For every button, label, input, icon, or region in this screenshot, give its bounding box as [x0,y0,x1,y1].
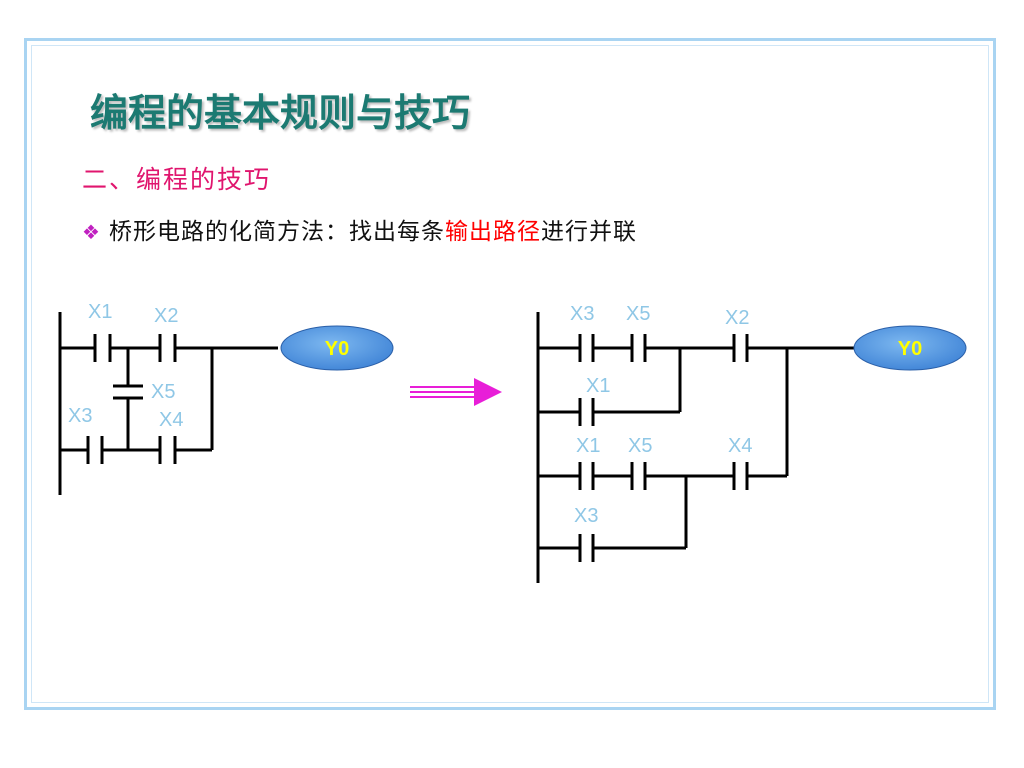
diamond-bullet-icon: ❖ [82,220,101,244]
label-x2-right: X2 [725,307,749,329]
label-x3-right-top: X3 [570,303,594,325]
contact-x1-right-mid [578,398,595,426]
contact-x4-right [732,462,749,490]
label-x3-left: X3 [68,405,92,427]
left-ladder-circuit [58,312,278,495]
bullet-line: ❖ 桥形电路的化简方法：找出每条输出路径进行并联 [82,212,637,246]
left-labels: X1 X2 X5 X3 X4 [68,301,183,431]
label-x5-left: X5 [151,381,175,403]
left-contacts [86,334,177,464]
contact-x2-left [158,334,177,362]
contact-x5-left-bridge [113,384,143,400]
label-x4-right: X4 [728,435,752,457]
contact-x4-left [158,436,177,464]
right-contacts [578,334,749,562]
label-x3-right-bottom: X3 [574,505,598,527]
contact-x3-right-top [578,334,595,362]
label-x4-left: X4 [159,409,183,431]
contact-x2-right [732,334,749,362]
coil-label-left: Y0 [325,338,349,360]
section-subtitle: 二、编程的技巧 [82,165,272,194]
page-title: 编程的基本规则与技巧 [90,91,471,135]
bullet-text-before: 桥形电路的化简方法：找出每条 [108,219,445,245]
contact-x5-right-low [630,462,647,490]
label-x1-right-low: X1 [576,435,600,457]
label-x2-left: X2 [154,305,178,327]
contact-x1-right-low [578,462,595,490]
bullet-text-after: 进行并联 [540,219,637,245]
right-coil: Y0 [853,325,967,371]
left-coil: Y0 [280,325,394,371]
label-x5-right-low: X5 [628,435,652,457]
contact-x1-left [93,334,112,362]
contact-x3-right-bottom [578,534,595,562]
label-x1-left: X1 [88,301,112,323]
right-labels: X3 X5 X2 X1 X1 X5 X4 X3 [570,303,752,527]
transform-arrow-icon [410,378,502,406]
label-x1-right-mid: X1 [586,375,610,397]
coil-label-right: Y0 [898,338,922,360]
contact-x3-left [86,436,104,464]
contact-x5-right-top [630,334,647,362]
bullet-highlight: 输出路径 [444,219,541,245]
right-ladder-circuit [536,312,854,583]
label-x5-right-top: X5 [626,303,650,325]
slide-frame [24,38,996,710]
